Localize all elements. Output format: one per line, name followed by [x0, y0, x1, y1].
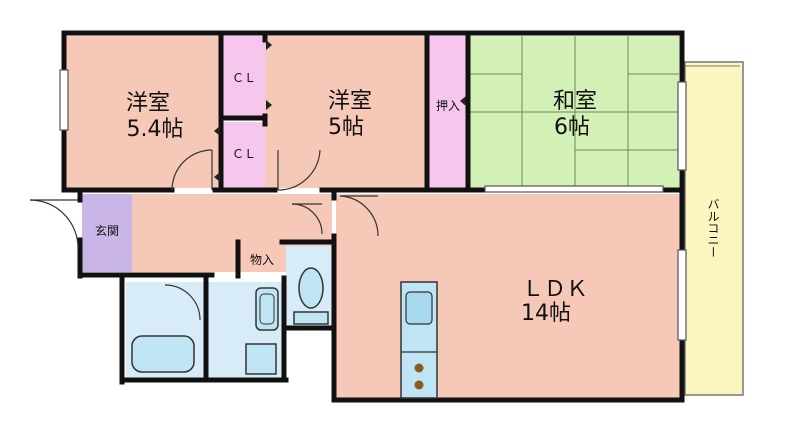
closet-top — [221, 36, 265, 116]
bathtub-icon — [131, 335, 195, 373]
washbasin-icon — [255, 287, 279, 331]
japanese-room-name: 和室 — [553, 89, 597, 114]
western-room-2 — [265, 36, 425, 188]
western-room-2-size: 5帖 — [328, 115, 364, 140]
stove-burner-icon — [414, 380, 424, 390]
toilet-icon — [298, 267, 324, 309]
closet-top-label: ＣＬ — [232, 71, 256, 85]
stove-burner-icon — [414, 363, 424, 373]
walls — [61, 30, 685, 403]
oshiire-closet — [429, 36, 467, 188]
western-room-1-size: 5.4帖 — [127, 117, 184, 142]
closet-hinges — [214, 40, 466, 182]
closet-bottom — [221, 122, 265, 188]
ldk-size: 14帖 — [521, 301, 571, 326]
oshiire-label: 押入 — [436, 99, 460, 113]
closet-bottom-label: ＣＬ — [232, 147, 256, 161]
genkan-area — [82, 194, 132, 272]
western-room-1 — [66, 36, 221, 188]
western-room-2-name: 洋室 — [328, 89, 372, 114]
ldk-room — [336, 194, 681, 399]
balcony-area — [684, 61, 744, 396]
washing-machine-icon — [245, 343, 277, 375]
genkan-label: 玄関 — [95, 223, 119, 238]
monoire-label: 物入 — [250, 253, 274, 267]
western-room-1-name: 洋室 — [126, 91, 170, 116]
ldk-name: ＬＤＫ — [522, 277, 588, 302]
balcony-label: バルコニー — [706, 198, 720, 258]
windows — [59, 69, 687, 341]
sink-icon — [405, 291, 433, 325]
japanese-room-size: 6帖 — [554, 115, 590, 140]
door-swings — [29, 149, 379, 321]
tatami-lines — [469, 36, 679, 188]
